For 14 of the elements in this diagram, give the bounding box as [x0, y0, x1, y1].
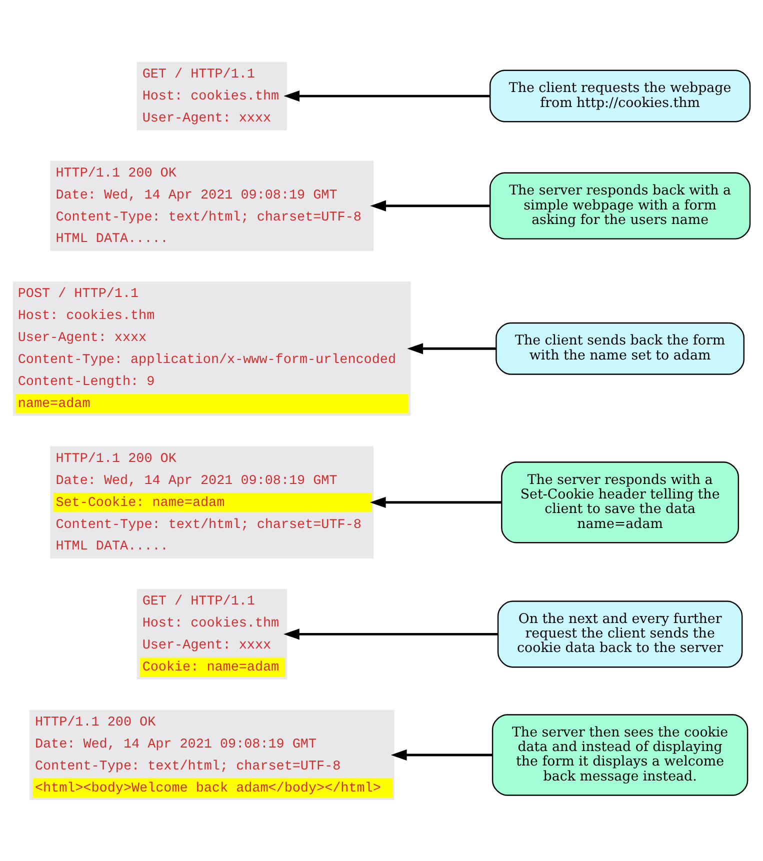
node-box: The server responds with a Set-Cookie header telling the client to save the data name=adam	[501, 461, 740, 543]
arrow	[370, 200, 490, 211]
node-box: On the next and every further request the client sends the cookie data back to the server	[497, 600, 743, 668]
node-box: The client sends back the form with the name set to adam	[496, 322, 745, 374]
arrow	[284, 90, 490, 102]
arrow	[407, 342, 496, 354]
arrow	[390, 748, 492, 760]
node-box: The client requests the webpage from http://cookies.thm	[490, 69, 751, 122]
node-box: GET / HTTP/1.1 Host: cookies.thm User-Agent: xxxx	[136, 61, 287, 130]
arrow	[370, 496, 502, 508]
arrow	[284, 628, 498, 640]
node-box: The server then sees the cookie data and instead of displaying the form it displays a welcome back message instead.	[492, 714, 748, 796]
node-box: HTTP/1.1 200 OK Date: Wed, 14 Apr 2021 09:08:19 GMT Content-Type: text/html; charset=UTF-8 HTML DATA.....	[50, 160, 374, 251]
node-box: The server responds back with a simple webpage with a form asking for the users name	[490, 172, 751, 239]
